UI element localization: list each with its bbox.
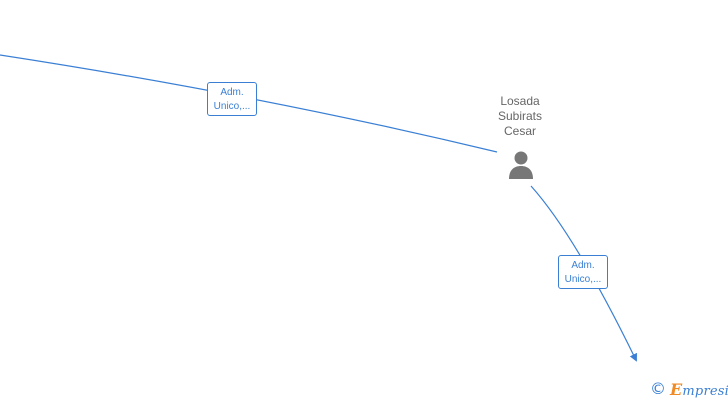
logo-rest: mpresia <box>682 383 728 399</box>
brand-watermark: © Empresia <box>650 379 728 399</box>
edge-label-incoming[interactable]: Adm. Unico,... <box>207 82 257 116</box>
person-icon[interactable] <box>506 150 536 180</box>
edge-label-role: Adm. <box>220 87 244 98</box>
person-name-line: Cesar <box>503 124 536 138</box>
copyright-icon: © <box>650 379 666 398</box>
edge-label-role-detail: Unico,... <box>213 101 251 112</box>
empresia-logo: Empresia <box>670 380 728 399</box>
edge-label-role: Adm. <box>571 260 595 271</box>
edge-line-outgoing <box>530 185 637 362</box>
logo-first-letter: E <box>670 379 683 399</box>
person-name-line: Losada <box>500 94 540 108</box>
person-name-line: Subirats <box>497 109 543 123</box>
person-name[interactable]: Losada Subirats Cesar <box>470 94 570 139</box>
edge-label-outgoing[interactable]: Adm. Unico,... <box>558 255 608 289</box>
edge-label-role-detail: Unico,... <box>564 274 602 285</box>
